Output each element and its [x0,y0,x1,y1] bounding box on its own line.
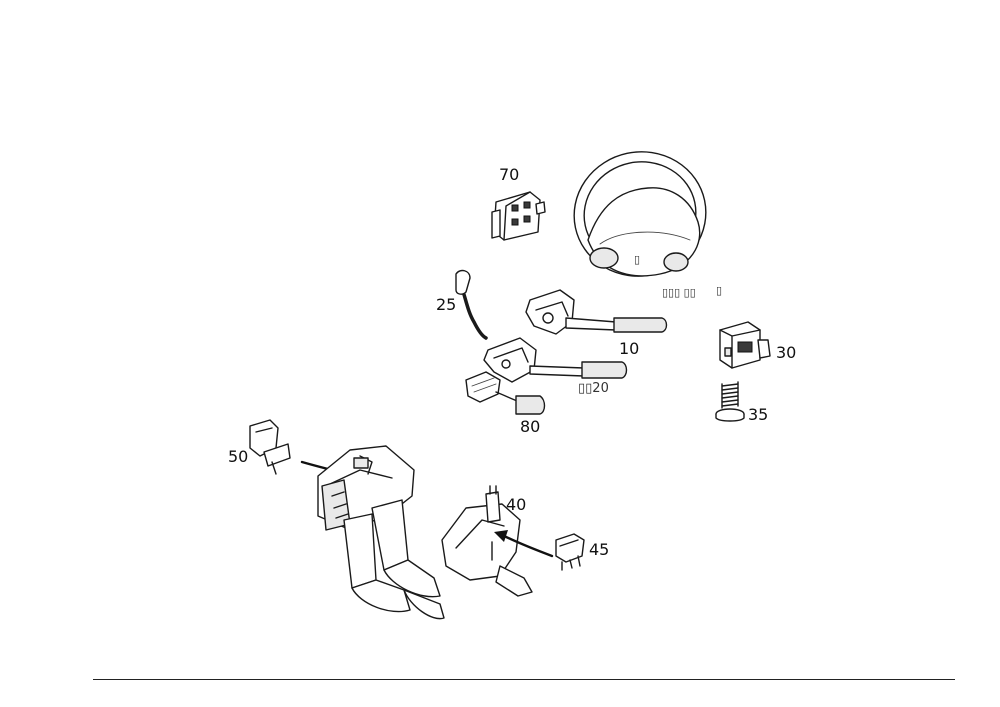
switch-block-70 [491,191,546,241]
steering-wheel [573,151,707,277]
pedal-assembly [317,445,445,620]
spring-button-35 [715,381,745,422]
bottom-rule [93,679,955,680]
callout-70: 70 [499,165,520,184]
clip-45 [555,533,585,571]
cluster-mark-a: ▯▯▯ ▯▯ [662,286,696,299]
arrowhead-45 [494,530,508,542]
callout-20: ▯▯20 [578,381,609,396]
wheel-mark: ▯ [634,253,641,266]
cable-lever-25 [455,269,488,340]
callout-45: 45 [589,540,610,559]
cluster-mark-b: ▯ [716,284,723,297]
callout-25: 25 [436,295,457,314]
bracket-assembly-40 [441,485,533,597]
callout-40: 40 [506,495,527,514]
callout-35: 35 [748,405,769,424]
connector-80 [465,371,546,415]
callout-50: 50 [228,447,249,466]
callout-10: 10 [619,339,640,358]
switch-housing-30 [719,321,771,369]
combination-switch-10 [525,289,668,335]
sensor-clip-50 [249,419,291,475]
callout-80: 80 [520,417,541,436]
callout-30: 30 [776,343,797,362]
lever-assembly-20 [483,337,628,383]
